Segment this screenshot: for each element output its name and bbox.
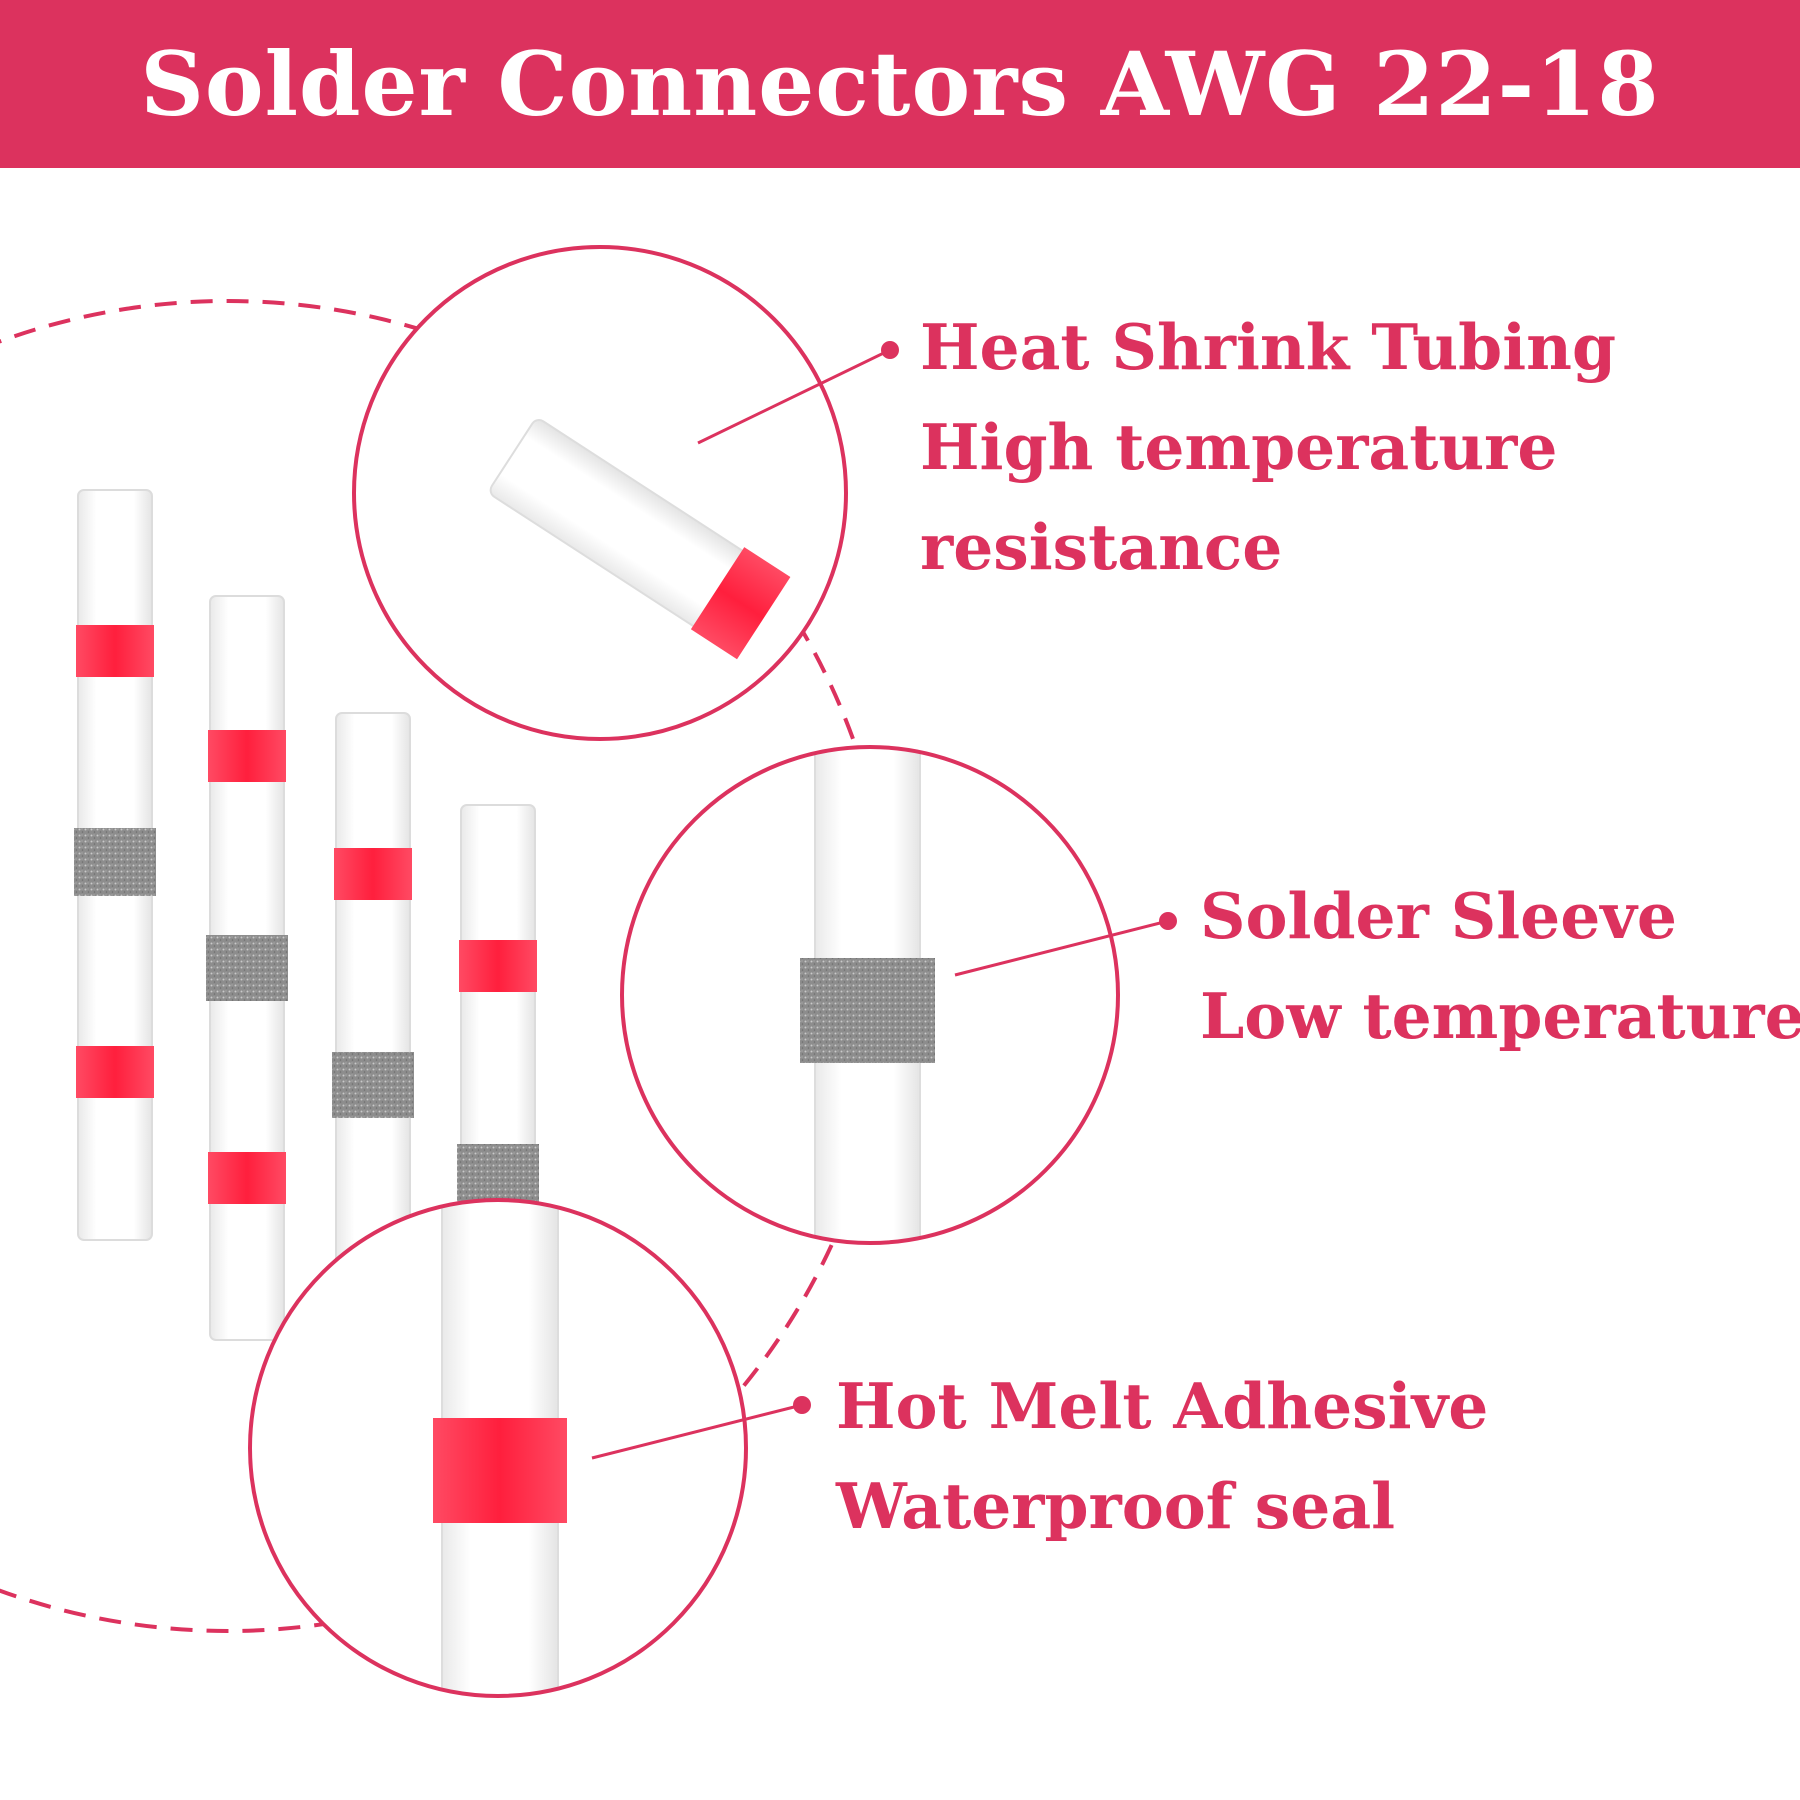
solder-connector-tube <box>332 712 414 1314</box>
callout-title: Solder Sleeve <box>1200 879 1677 953</box>
solder-connector-tube <box>457 804 539 1226</box>
callout-detail: Low temperature <box>1200 979 1800 1053</box>
callout-hot-melt-adhesive: Hot Melt Adhesive Waterproof seal <box>836 1356 1488 1556</box>
callout-heat-shrink-tubing: Heat Shrink Tubing High temperature resi… <box>920 297 1616 597</box>
title-banner: Solder Connectors AWG 22-18 <box>0 0 1800 168</box>
callout-detail: High temperature <box>920 410 1558 484</box>
callout-detail: resistance <box>920 510 1283 584</box>
callout-detail: Waterproof seal <box>836 1469 1396 1543</box>
callout-leader-solder <box>954 912 1177 977</box>
callout-solder-sleeve: Solder Sleeve Low temperature <box>1200 866 1800 1066</box>
solder-connector-tube <box>206 595 288 1341</box>
callout-title: Heat Shrink Tubing <box>920 310 1617 384</box>
callout-title: Hot Melt Adhesive <box>836 1369 1489 1443</box>
callout-leader-adhesive <box>591 1396 811 1460</box>
solder-sleeve-closeup <box>620 745 1120 1245</box>
solder-connector-tube <box>74 489 156 1241</box>
adhesive-ring-closeup <box>248 1198 748 1698</box>
callout-leader-tubing <box>697 341 899 445</box>
heat-shrink-tube-closeup <box>352 245 848 741</box>
page-title: Solder Connectors AWG 22-18 <box>140 32 1660 136</box>
